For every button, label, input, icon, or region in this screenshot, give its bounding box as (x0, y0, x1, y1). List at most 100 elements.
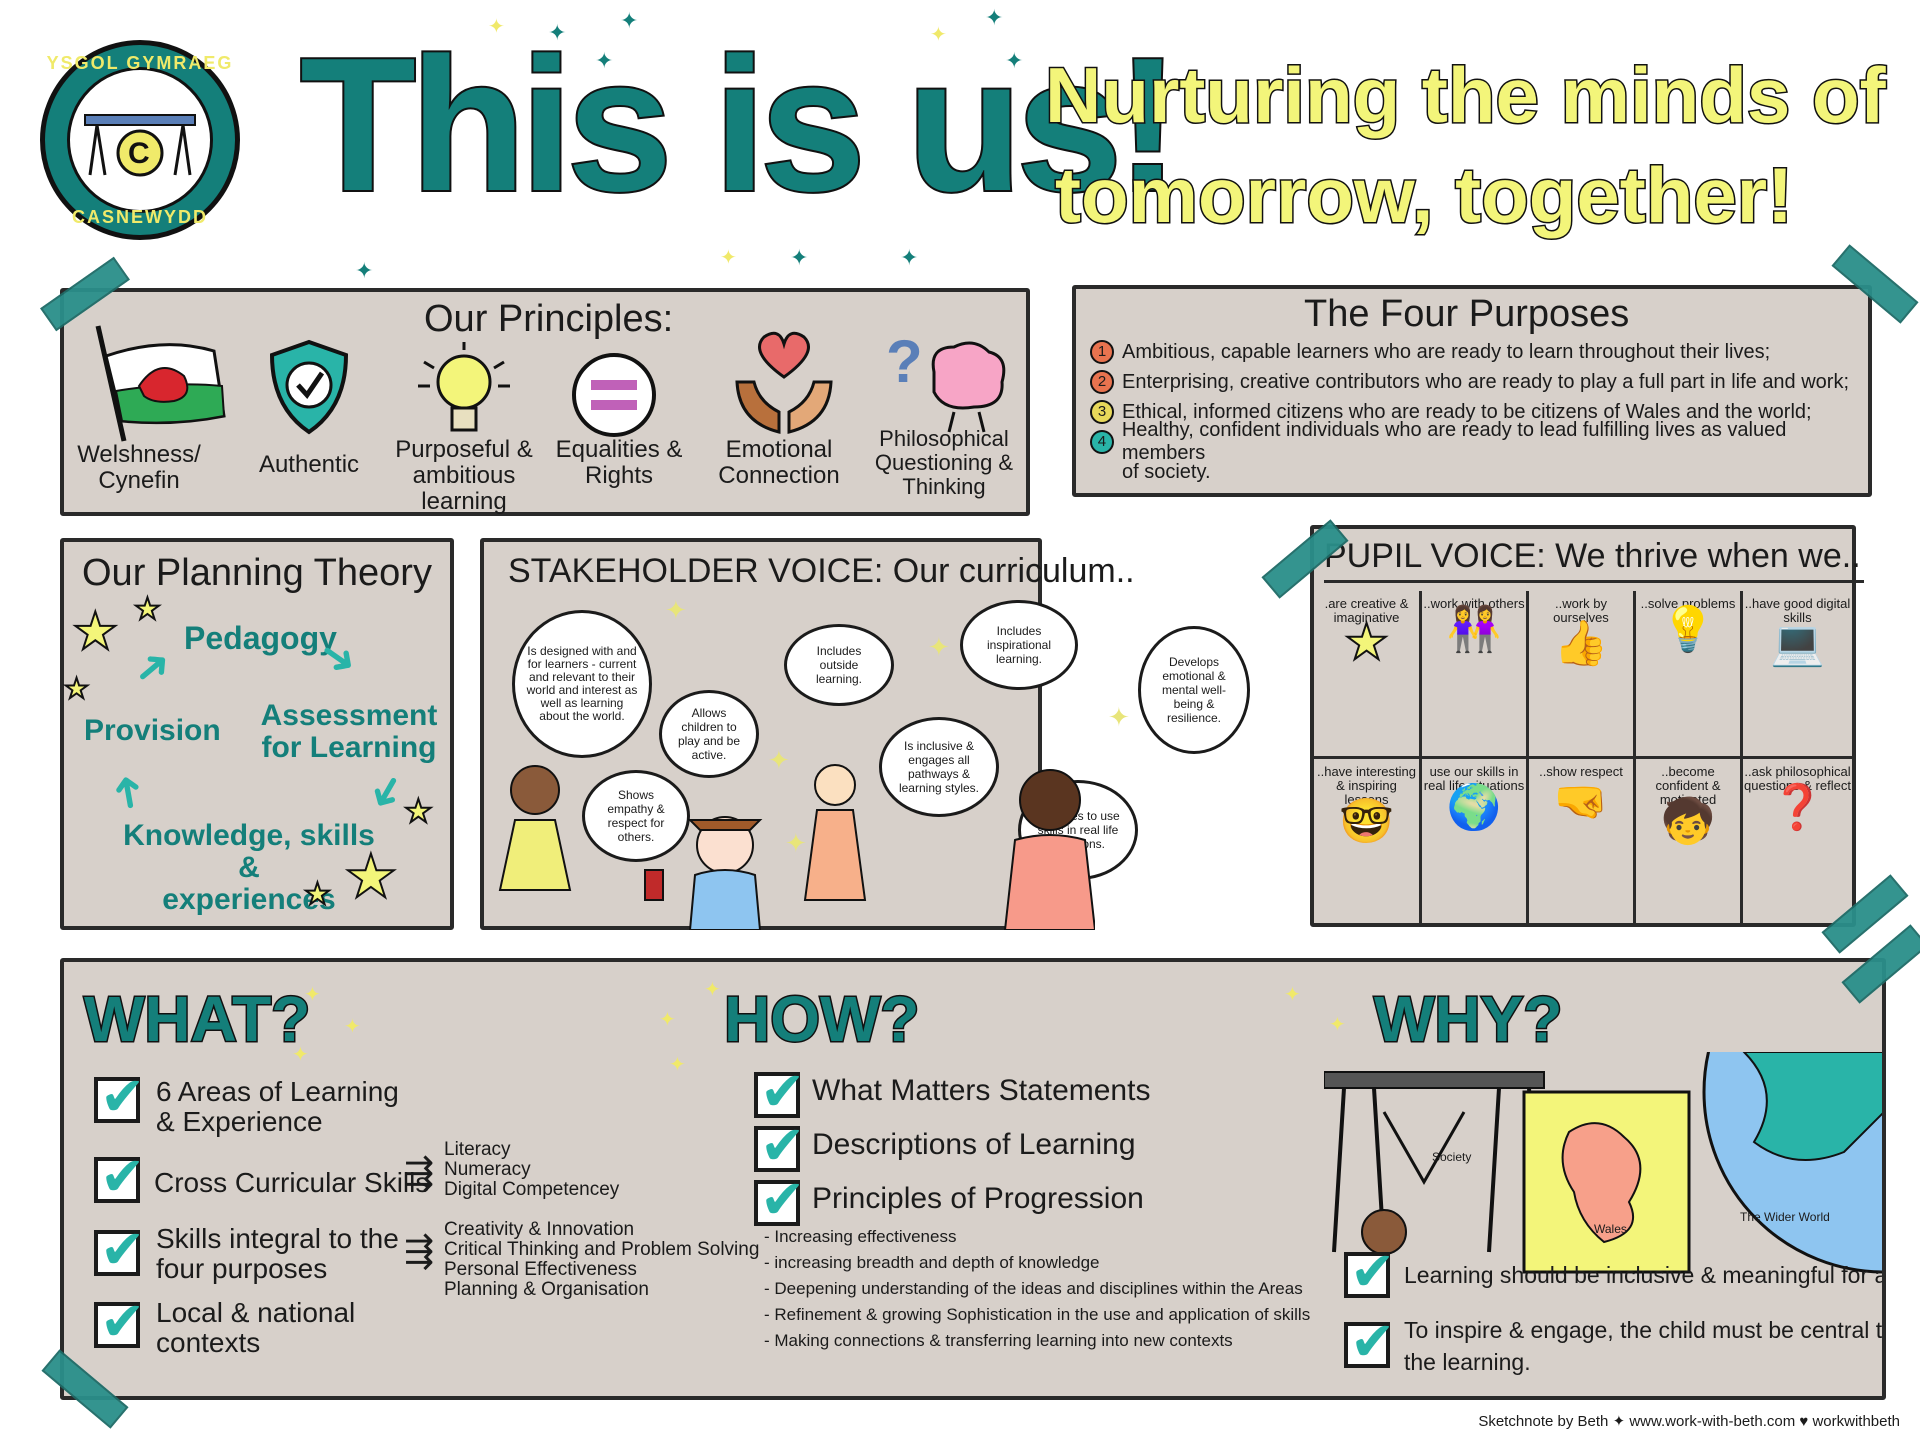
integral-skill: Critical Thinking and Problem Solving (444, 1239, 760, 1260)
children-icon: 👭 (1446, 605, 1502, 654)
shield-check-icon (269, 339, 349, 435)
checkbox-icon (754, 1060, 805, 1123)
stakeholder-title: STAKEHOLDER VOICE: Our curriculum.. (508, 552, 1135, 590)
star-icon: ✦ (355, 258, 374, 283)
why-wales-label: Wales (1594, 1222, 1627, 1236)
speech-bubble: Is designed with and for learners - curr… (512, 610, 652, 758)
question-bubbles-icon: ❓ (1770, 783, 1825, 832)
how-title: HOW? (723, 982, 921, 1057)
principle-emotional-label: Emotional (725, 436, 833, 463)
principle-equalities-label-2: Rights (584, 462, 654, 489)
page-subtitle-line1: Nurturing the minds of (1044, 50, 1888, 141)
what-title: WHAT? (82, 982, 311, 1057)
checkbox-icon (754, 1114, 805, 1177)
logo-bottom-text: CASNEWYDD (71, 207, 208, 227)
pupil-voice-panel: PUPIL VOICE: We thrive when we.. .are cr… (1310, 525, 1864, 927)
footer-url[interactable]: www.work-with-beth.com (1629, 1413, 1796, 1430)
speech-bubble: Develops emotional & mental well-being &… (1138, 626, 1250, 754)
star-icon: ★ (403, 792, 434, 830)
principle-purposeful-label-2: ambitious learning (412, 462, 516, 515)
pupil-voice-cell: ..solve problems💡 (1636, 591, 1743, 759)
cross-skill: Digital Competencey (444, 1179, 620, 1200)
sparkle-icon: ✦ (669, 1054, 686, 1076)
footer-author: Sketchnote by Beth (1478, 1413, 1609, 1430)
sparkle-icon: ✦ (488, 16, 505, 38)
speech-bubble: Shows empathy & respect for others. (582, 770, 690, 862)
svg-text:?: ? (886, 328, 923, 395)
footer-handle[interactable]: workwithbeth (1812, 1413, 1900, 1430)
sparkle-icon: ✦ (1612, 1413, 1630, 1430)
school-logo: C YSGOL GYMRAEG CASNEWYDD (40, 40, 240, 240)
purpose-item: 2 Enterprising, creative contributors wh… (1090, 367, 1870, 397)
planning-assessment-2: for Learning (261, 731, 437, 764)
stakeholder-panel: STAKEHOLDER VOICE: Our curriculum.. Is d… (480, 538, 1135, 930)
star-icon: ★ (63, 672, 90, 705)
sparkle-icon: ✦ (1284, 984, 1301, 1006)
principle-philosophical-label-2: Questioning & (874, 450, 1014, 475)
what-item-4: Local & national (156, 1297, 356, 1328)
planning-assessment: Assessment (260, 699, 438, 732)
star-lightning-icon: ★ (1343, 614, 1390, 670)
principle-authentic-label: Authentic (258, 451, 360, 478)
pupil-voice-cell: ..show respect🤜 (1529, 759, 1636, 927)
speech-bubble: Includes inspirational learning. (960, 600, 1078, 690)
principle-philosophical-label: Philosophical (879, 426, 1009, 451)
pupil-voice-cell: ..have interesting & inspiring lessons🤓 (1314, 759, 1422, 927)
equals-icon (572, 353, 656, 437)
what-item-1: 6 Areas of Learning (156, 1076, 399, 1107)
principle-welshness-label-2: Cynefin (98, 467, 180, 494)
fist-bump-icon: 🤜 (1553, 777, 1609, 826)
sparkle-icon: ✦ (292, 1044, 309, 1066)
sparkle-icon: ✦ (1329, 1014, 1346, 1036)
integral-skill: Personal Effectiveness (444, 1259, 637, 1280)
sparkle-icon: ✦ (720, 247, 737, 269)
heart-icon: ♥ (1799, 1413, 1813, 1430)
purpose-item: 1 Ambitious, capable learners who are re… (1090, 337, 1870, 367)
star-icon: ★ (303, 877, 332, 912)
cross-skill: Literacy (444, 1139, 511, 1160)
pupil-voice-cell: ..work by ourselves👍 (1529, 591, 1636, 759)
pupil-voice-title: PUPIL VOICE: We thrive when we.. (1324, 537, 1864, 583)
principle-philosophical-label-3: Thinking (902, 474, 986, 499)
how-item-1: What Matters Statements (812, 1074, 1151, 1107)
star-icon: ✦ (595, 48, 614, 73)
smiley-glasses-icon: 🤓 (1339, 797, 1394, 846)
progression-item: - Refinement & growing Sophistication in… (764, 1305, 1311, 1324)
four-purposes-panel: The Four Purposes 1 Ambitious, capable l… (1072, 285, 1872, 497)
principles-title: Our Principles: (424, 298, 674, 340)
why-society-label: Society (1432, 1150, 1472, 1164)
speech-bubble: Is inclusive & engages all pathways & le… (879, 717, 999, 817)
checkbox-icon (94, 1290, 145, 1353)
pupil-voice-cell: ..have good digital skills💻 (1743, 591, 1852, 759)
how-item-2: Descriptions of Learning (812, 1128, 1136, 1161)
what-item-4-2: contexts (156, 1327, 261, 1358)
pupil-voice-grid: .are creative & imaginative★ ..work with… (1314, 591, 1852, 927)
checkbox-icon (94, 1145, 145, 1208)
four-purposes-title: The Four Purposes (1304, 293, 1630, 335)
purpose-tail: of society. (1122, 461, 1211, 483)
sparkle-icon: ✦ (704, 979, 721, 1001)
stakeholder-people-illustration (498, 764, 1095, 930)
principle-emotional-label-2: Connection (718, 462, 840, 489)
arrow-icon: ➜ (122, 636, 183, 699)
planning-knowledge-2: experiences (162, 883, 336, 916)
principles-panel: Our Principles: ? Welshness/ Cynefin Aut… (60, 288, 1030, 516)
sparkle-icon: ✦ (768, 745, 790, 775)
principle-equalities-label: Equalities & (555, 436, 683, 463)
why-title: WHY? (1372, 982, 1563, 1057)
brain-question-icon: ? (886, 328, 1006, 433)
sparkle-icon: ✦ (930, 24, 947, 46)
pupil-voice-cell: ..become confident & motivated🧒 (1636, 759, 1743, 927)
logo-top-text: YSGOL GYMRAEG (46, 53, 234, 73)
page-subtitle-line2: tomorrow, together! (1053, 150, 1794, 241)
what-item-3-2: four purposes (156, 1253, 328, 1284)
principle-purposeful-label: Purposeful & (395, 436, 533, 463)
what-item-1-2: & Experience (156, 1106, 323, 1137)
how-item-3: Principles of Progression (812, 1182, 1144, 1215)
sparkle-icon: ✦ (785, 828, 807, 858)
globe-icon: 🌍 (1446, 783, 1502, 832)
star-icon: ✦ (1005, 48, 1024, 73)
what-item-3: Skills integral to the (156, 1223, 399, 1254)
checkbox-icon (94, 1065, 145, 1128)
lightbulb-icon (418, 342, 510, 432)
